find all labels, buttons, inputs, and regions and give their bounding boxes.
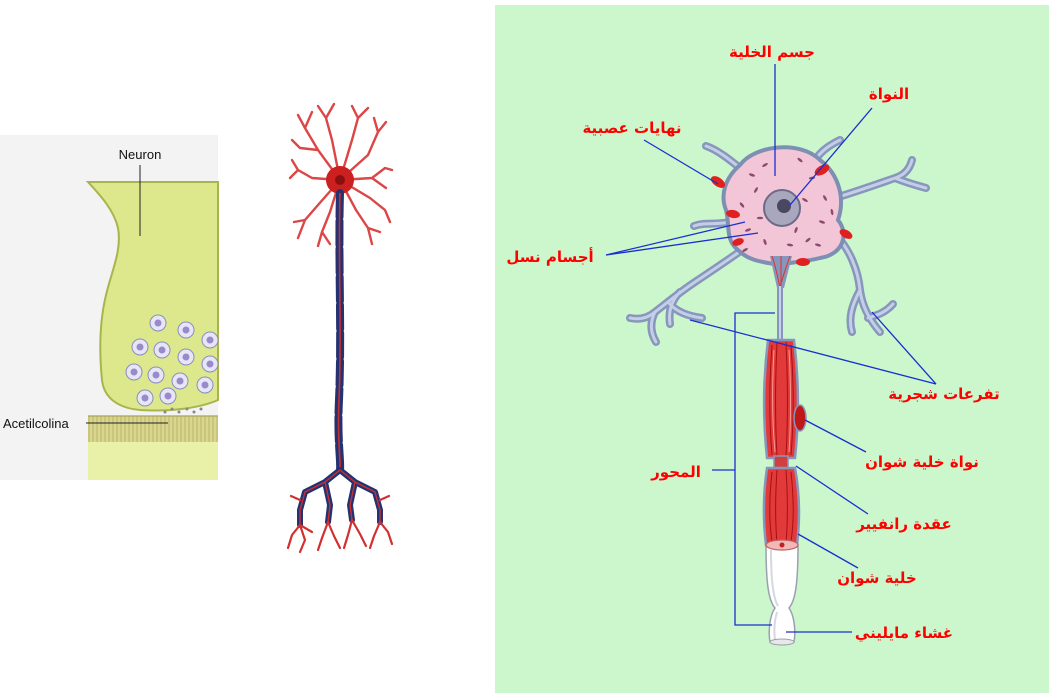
synaptic-vesicle [202,356,218,372]
vesicle-content [207,337,214,344]
sheath-bottom-edge [770,639,794,645]
axon-terminal [344,520,366,548]
synaptic-vesicle [202,332,218,348]
neurotransmitter-dot [171,408,174,411]
synaptic-vesicle [150,315,166,331]
label-node-of-ranvier: عقدة رانفيير [855,515,952,533]
neurotransmitter-dot [164,411,167,414]
vesicle-content [131,369,138,376]
label-dendrites: تفرعات شجرية [888,385,1000,403]
middle-nucleus [335,175,345,185]
vesicle-content [142,395,149,402]
vesicle-content [177,378,184,385]
middle-axon-branch-core [300,470,380,525]
neurotransmitter-dot [178,411,181,414]
vesicle-content [155,320,162,327]
nucleolus [777,199,791,213]
synaptic-vesicle [178,322,194,338]
vesicle-content [165,393,172,400]
synaptic-vesicle [126,364,142,380]
neurotransmitter-dot [186,408,189,411]
axon-terminal [318,522,340,550]
postsynaptic-membrane [88,416,218,442]
vesicle-content [137,344,144,351]
postsynaptic-cell [88,440,218,480]
neurotransmitter-dot [193,411,196,414]
labeled-neuron-panel: جسم الخلية النواة نهايات عصبية أجسام نسل… [495,5,1049,693]
synapse-illustration: Neuron Acetilcolina [0,135,218,480]
vesicle-content [153,372,160,379]
synaptic-vesicle [160,388,176,404]
label-axon: المحور [650,463,701,481]
vesicle-content [183,354,190,361]
vesicle-content [202,382,209,389]
neurotransmitter-dot [200,408,203,411]
synaptic-vesicle [172,373,188,389]
vesicle-content [183,327,190,334]
label-nucleus: النواة [869,85,909,103]
label-myelin-sheath: غشاء مايليني [855,624,953,642]
nissl-body [757,217,763,220]
schwann-cell-nucleus [794,405,806,431]
myelin-segment-lower [764,468,799,545]
vesicle-content [207,361,214,368]
axon-core-dot [780,543,785,548]
synaptic-vesicle [148,367,164,383]
synaptic-vesicle [132,339,148,355]
label-cell-body: جسم الخلية [729,43,815,61]
synaptic-vesicle [197,377,213,393]
synaptic-vesicle [178,349,194,365]
synaptic-vesicle [137,390,153,406]
nerve-ending [796,258,810,266]
label-nissl-bodies: أجسام نسل [506,247,593,266]
label-schwann-nucleus: نواة خلية شوان [865,453,979,471]
vesicle-content [159,347,166,354]
whole-neuron-illustration [288,104,392,552]
label-nerve-endings: نهايات عصبية [582,119,681,137]
middle-axon-branches [300,470,380,525]
neuron-label: Neuron [119,147,162,162]
label-schwann-cell: خلية شوان [837,569,916,587]
acetylcholine-label: Acetilcolina [3,416,70,431]
synaptic-vesicle [154,342,170,358]
